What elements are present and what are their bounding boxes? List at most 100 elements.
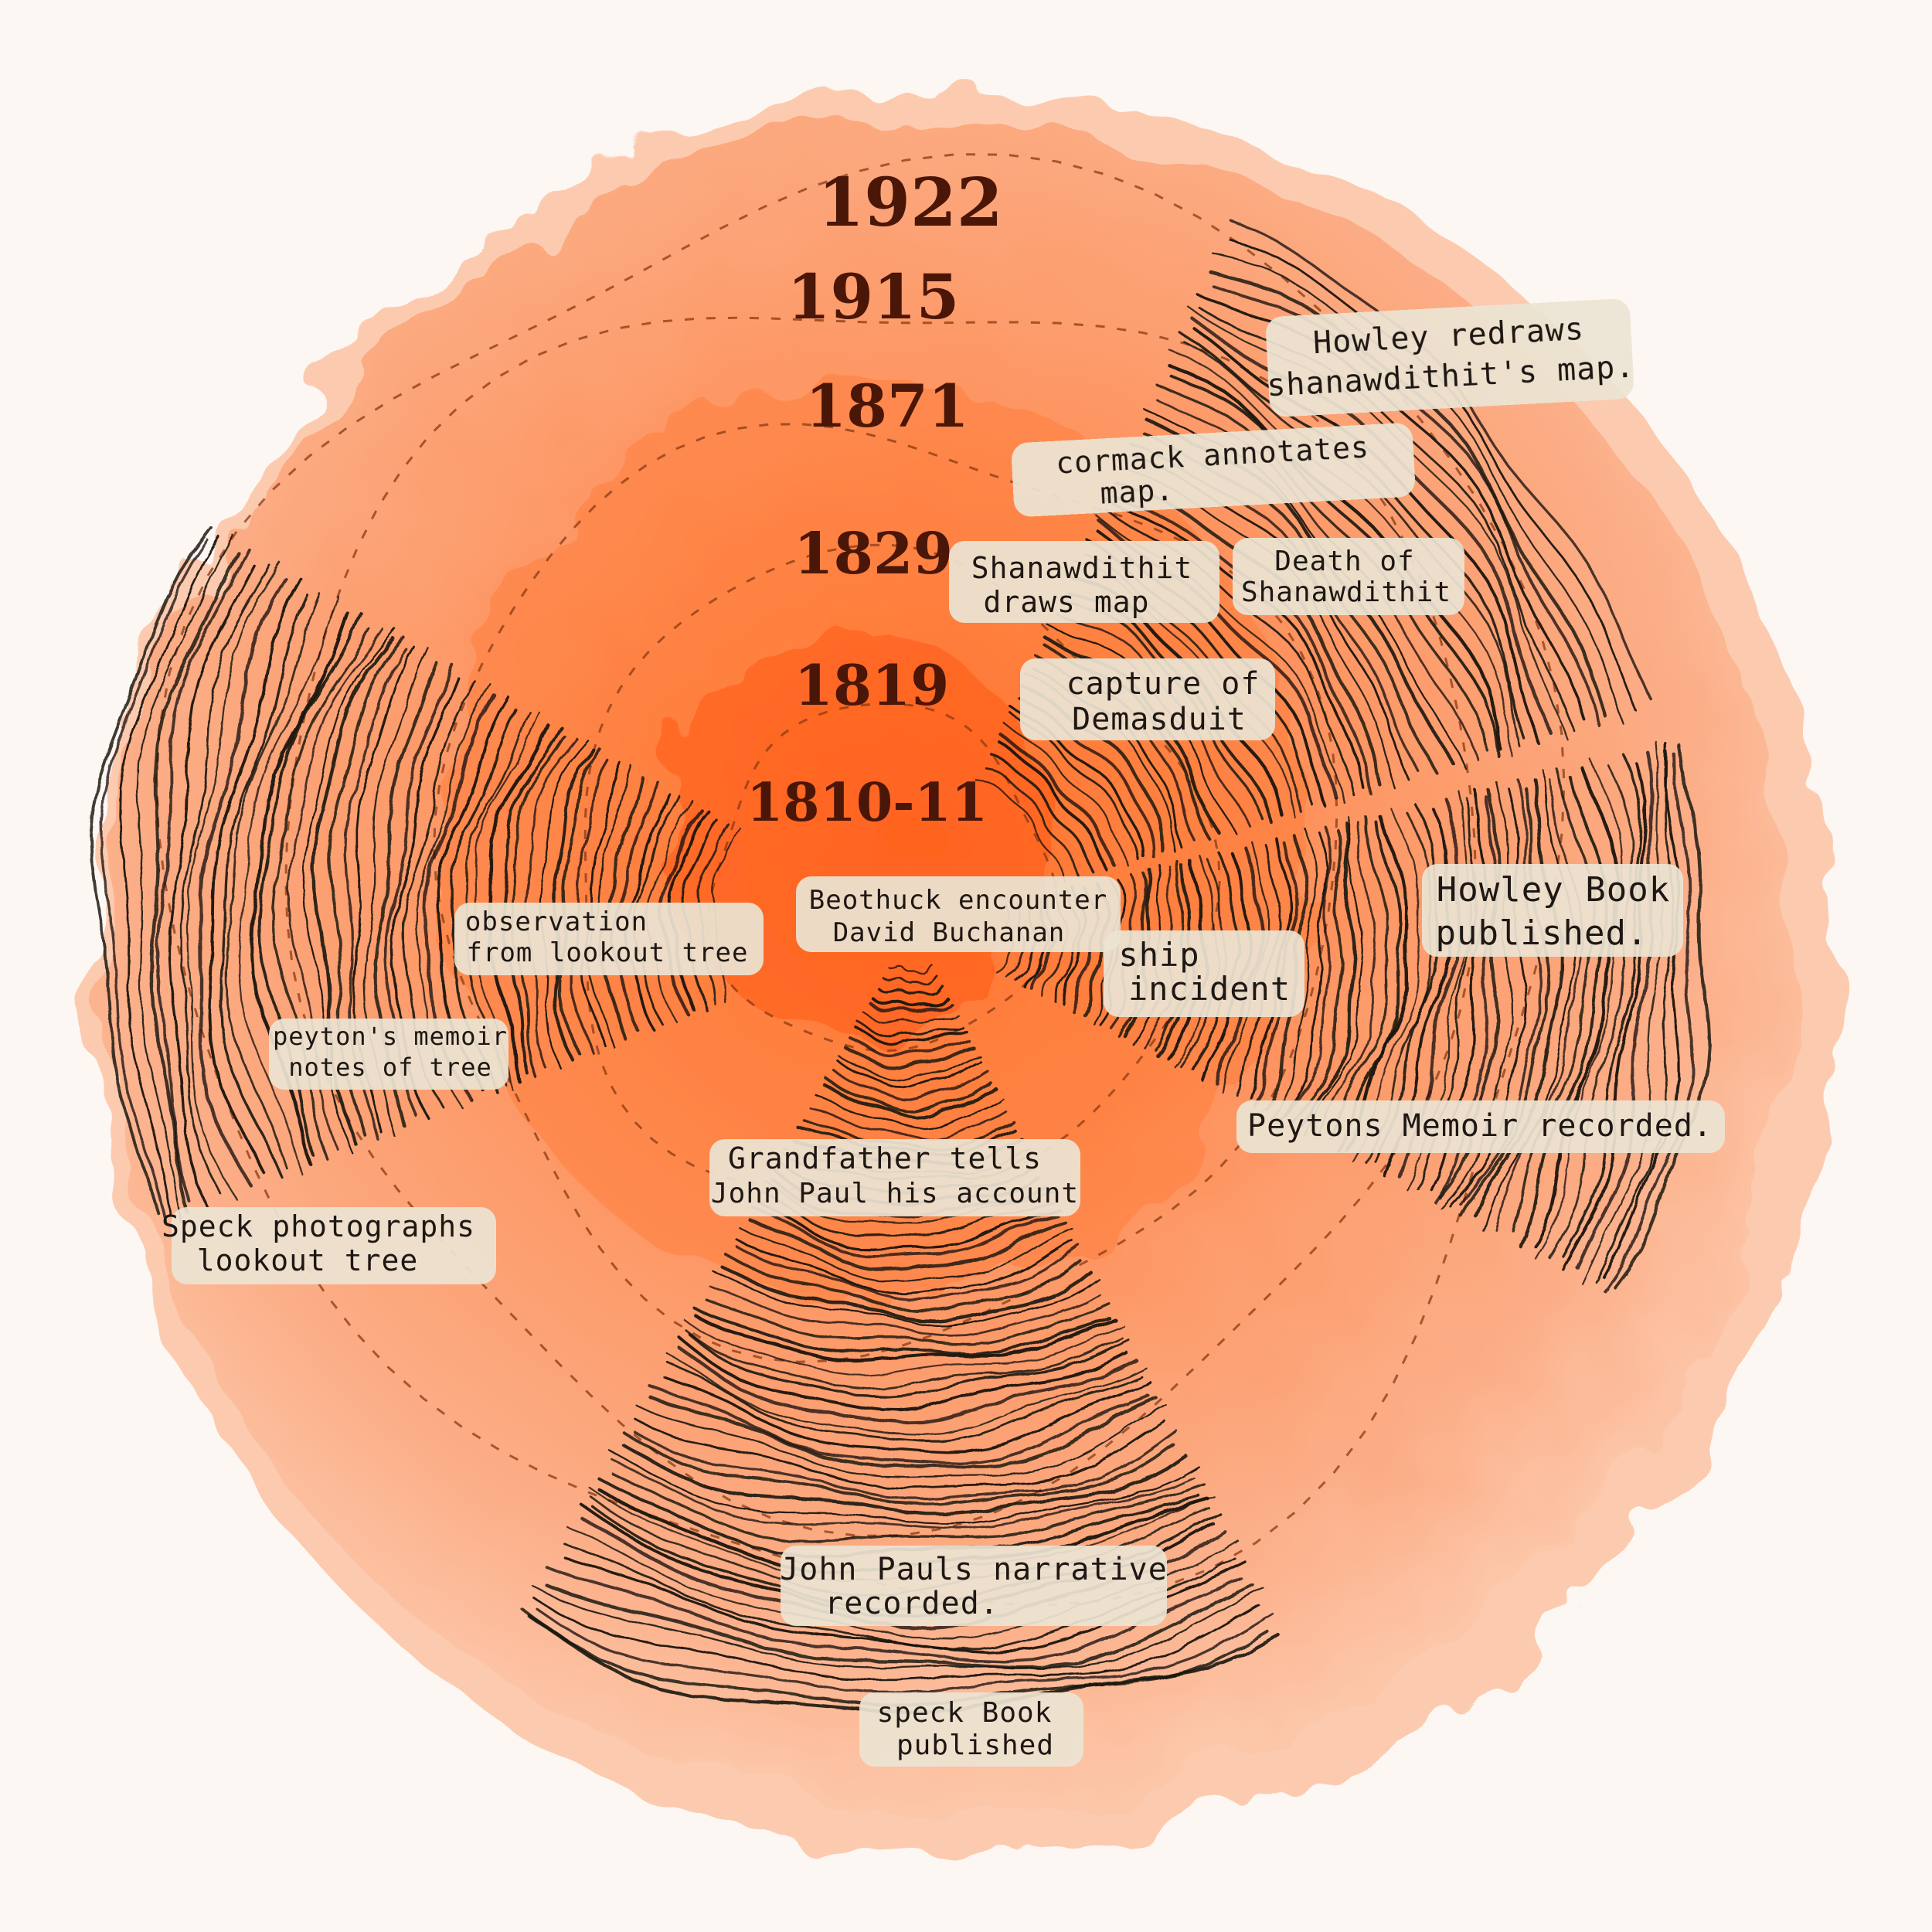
grain-line (1561, 761, 1648, 1271)
ring-outline (706, 702, 1060, 1053)
year-1915: 1915 (787, 260, 960, 333)
grain-line (709, 1284, 1101, 1337)
grain-line (99, 539, 209, 1226)
grain-line (635, 1404, 1167, 1478)
grain-line (855, 1026, 968, 1046)
grain-line (857, 1021, 964, 1037)
grain-line (735, 1238, 1073, 1295)
svg-text:Death of: Death of (1274, 546, 1414, 577)
grain-line (118, 536, 221, 1215)
grain-line (684, 1328, 1124, 1390)
grain-line (532, 1597, 1260, 1682)
grain-line (1336, 820, 1402, 1153)
grain-line (622, 1430, 1175, 1506)
grain-line (1512, 768, 1597, 1233)
grain-line (531, 1584, 1264, 1669)
svg-text:lookout tree: lookout tree (197, 1243, 419, 1277)
grain-line (1601, 742, 1681, 1278)
grain-line (539, 739, 589, 1070)
grain-line (712, 1270, 1100, 1327)
svg-text:capture of: capture of (1066, 666, 1260, 702)
note-howley-book-published: Howley Book published. (1422, 864, 1683, 957)
svg-text:peyton's memoir: peyton's memoir (273, 1022, 508, 1051)
grain-line (1317, 821, 1376, 1139)
grain-line (1344, 814, 1409, 1151)
grain-line (648, 1395, 1158, 1469)
grain-line (1270, 828, 1318, 1120)
year-1810-11: 1810-11 (747, 772, 988, 834)
grain-line (1167, 363, 1502, 750)
note-peytons-memoir-recorded: Peytons Memoir recorded. (1236, 1100, 1725, 1153)
grain-line (1169, 374, 1500, 758)
grain-line (723, 1252, 1082, 1313)
svg-text:draws map: draws map (984, 585, 1150, 619)
grain-line (525, 737, 578, 1070)
grain-line (1002, 721, 1129, 866)
grain-line (720, 1265, 1093, 1323)
note-john-pauls-narrative-recorded: John Pauls narrative recorded. (780, 1546, 1168, 1626)
grain-line (199, 577, 287, 1189)
grain-line (1179, 332, 1526, 740)
grain-line (692, 1306, 1111, 1355)
grain-line (608, 1450, 1199, 1526)
grain-line (1211, 252, 1624, 725)
grain-line (545, 1566, 1243, 1664)
grain-line (1284, 825, 1332, 1117)
grain-line (848, 1036, 971, 1058)
grain-line (633, 1429, 1178, 1500)
svg-text:John Pauls narrative: John Pauls narrative (780, 1552, 1168, 1587)
grain-line (1459, 786, 1551, 1217)
svg-text:Beothuck encounter: Beothuck encounter (809, 885, 1107, 916)
svg-text:ship: ship (1118, 936, 1199, 974)
grain-line (544, 1583, 1255, 1669)
grain-line (862, 1011, 961, 1025)
grain-line (735, 1243, 1080, 1301)
note-cormack-annotates-map: cormack annotates map. (1011, 423, 1416, 517)
year-1871: 1871 (805, 372, 969, 440)
svg-text:published: published (896, 1730, 1054, 1761)
grain-line (1209, 271, 1607, 719)
svg-text:incident: incident (1128, 970, 1291, 1008)
grain-line (1304, 817, 1364, 1138)
grain-line (648, 1385, 1151, 1464)
grain-line (882, 975, 938, 987)
grain-line (694, 1314, 1117, 1363)
year-1819: 1819 (794, 652, 949, 718)
grain-line (1575, 750, 1655, 1270)
grain-line (634, 1417, 1165, 1489)
grain-line (750, 1206, 1060, 1258)
grain-line (1548, 764, 1634, 1260)
grain-line (1192, 326, 1541, 746)
grain-line (1483, 769, 1577, 1233)
grain-line (1613, 743, 1712, 1289)
grain-line (687, 1332, 1130, 1399)
grain-line (1561, 753, 1642, 1258)
grain-line (887, 964, 933, 975)
note-capture-of-demasduit: capture of Demasduit (1020, 658, 1275, 740)
svg-text:Speck photographs: Speck photographs (162, 1209, 475, 1243)
grain-line (976, 780, 1067, 884)
note-ship-incident: ship incident (1104, 930, 1304, 1017)
grain-line (985, 767, 1081, 879)
svg-text:notes of tree: notes of tree (288, 1053, 492, 1082)
grain-line (843, 1046, 978, 1070)
grain-line (1329, 815, 1389, 1141)
grain-line (998, 732, 1117, 868)
note-grandfather-tells-john-paul: Grandfather tells John Paul his account (709, 1139, 1080, 1216)
grain-line (832, 1068, 989, 1101)
note-howley-redraws-map: Howley redraws shanawdithit's map. (1266, 298, 1635, 417)
grain-line (706, 1298, 1111, 1346)
grain-line (988, 752, 1094, 873)
grain-line (219, 594, 309, 1179)
svg-text:observation: observation (465, 906, 648, 937)
note-death-of-shanawdithit: Death of Shanawdithit (1233, 538, 1464, 615)
grain-line (149, 550, 240, 1213)
svg-text:Grandfather tells: Grandfather tells (728, 1141, 1042, 1175)
note-shanawdithit-draws-map: Shanawdithit draws map (949, 541, 1219, 623)
grain-line (822, 1083, 997, 1120)
note-speck-book-published: speck Book published (859, 1692, 1083, 1767)
svg-text:map.: map. (1099, 473, 1175, 511)
svg-text:Shanawdithit: Shanawdithit (1241, 577, 1451, 608)
